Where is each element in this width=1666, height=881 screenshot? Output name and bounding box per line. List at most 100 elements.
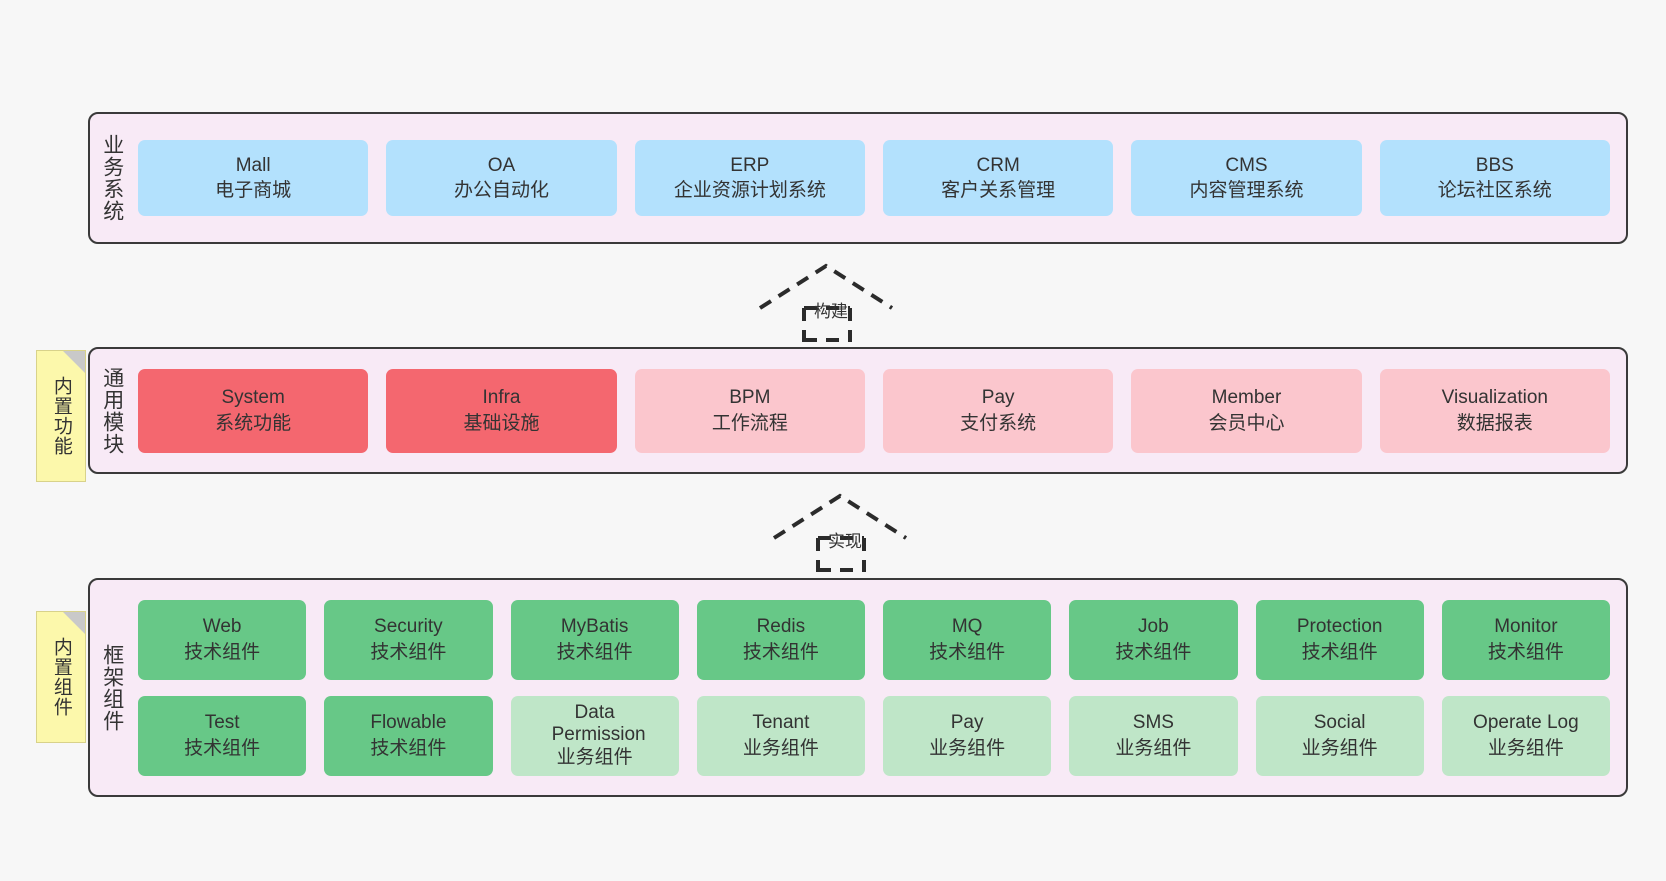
card-mybatis[interactable]: MyBatis 技术组件 bbox=[510, 599, 679, 680]
card-cn-label: 电子商城 bbox=[215, 180, 292, 201]
card-cn-label: 基础设施 bbox=[463, 412, 540, 434]
card-en-label: Data Permission bbox=[551, 701, 646, 746]
card-cn-label: 企业资源计划系统 bbox=[673, 180, 826, 201]
layer-title-common-module: 通用模块 bbox=[100, 366, 124, 455]
note-label: 内置组件 bbox=[50, 637, 72, 717]
card-row: Mall 电子商城 OA 办公自动化 ERP 企业资源计划系统 CRM 客户关系… bbox=[138, 140, 1610, 216]
card-monitor[interactable]: Monitor 技术组件 bbox=[1441, 599, 1610, 680]
card-mq[interactable]: MQ 技术组件 bbox=[883, 599, 1052, 680]
card-job[interactable]: Job 技术组件 bbox=[1069, 599, 1238, 680]
card-en-label: SMS bbox=[1132, 712, 1174, 734]
card-cn-label: 业务组件 bbox=[556, 746, 633, 768]
card-en-label: Infra bbox=[482, 387, 521, 409]
card-cn-label: 业务组件 bbox=[1487, 737, 1564, 759]
card-cn-label: 数据报表 bbox=[1456, 412, 1533, 434]
card-cn-label: 工作流程 bbox=[711, 412, 788, 434]
card-cn-label: 论坛社区系统 bbox=[1437, 180, 1552, 201]
card-en-label: Pay bbox=[950, 712, 984, 734]
card-en-label: Mall bbox=[235, 154, 271, 176]
card-cn-label: 支付系统 bbox=[960, 412, 1037, 434]
card-en-label: MQ bbox=[951, 616, 983, 638]
card-en-label: Operate Log bbox=[1473, 712, 1579, 734]
generalization-arrow-icon bbox=[758, 263, 894, 342]
note-builtin-component: 内置组件 bbox=[36, 611, 86, 743]
card-cn-label: 客户关系管理 bbox=[941, 180, 1056, 201]
card-en-label: Member bbox=[1211, 387, 1282, 409]
layer-title-framework-component: 框架组件 bbox=[100, 643, 124, 732]
layer-body-common-module: System 系统功能 Infra 基础设施 BPM 工作流程 Pay 支付系统… bbox=[134, 349, 1626, 472]
card-infra[interactable]: Infra 基础设施 bbox=[386, 368, 617, 453]
note-fold-icon bbox=[63, 612, 85, 634]
card-en-label: Visualization bbox=[1441, 387, 1548, 409]
card-en-label: Monitor bbox=[1494, 616, 1558, 638]
card-sms[interactable]: SMS 业务组件 bbox=[1069, 695, 1238, 776]
card-en-label: System bbox=[221, 387, 285, 409]
card-en-label: Tenant bbox=[752, 712, 810, 734]
connector-build-label: 构建 bbox=[814, 302, 848, 321]
layer-body-business-system: Mall 电子商城 OA 办公自动化 ERP 企业资源计划系统 CRM 客户关系… bbox=[134, 114, 1626, 242]
card-data-permission[interactable]: Data Permission 业务组件 bbox=[510, 695, 679, 776]
card-cn-label: 技术组件 bbox=[1487, 641, 1564, 663]
card-visualization[interactable]: Visualization 数据报表 bbox=[1379, 368, 1610, 453]
card-redis[interactable]: Redis 技术组件 bbox=[696, 599, 865, 680]
card-cn-label: 技术组件 bbox=[1115, 641, 1192, 663]
card-en-label: Job bbox=[1138, 616, 1169, 638]
card-cn-label: 办公自动化 bbox=[453, 180, 549, 201]
layer-business-system: 业务系统 Mall 电子商城 OA 办公自动化 ERP 企业资源计划系统 CRM… bbox=[88, 112, 1628, 244]
card-cms[interactable]: CMS 内容管理系统 bbox=[1131, 140, 1362, 216]
card-en-label: CRM bbox=[976, 154, 1020, 176]
card-member[interactable]: Member 会员中心 bbox=[1131, 368, 1362, 453]
layer-framework-component: 框架组件 Web 技术组件 Security 技术组件 MyBatis 技术组件… bbox=[88, 578, 1628, 797]
card-en-label: Social bbox=[1313, 712, 1366, 734]
card-cn-label: 技术组件 bbox=[556, 641, 633, 663]
card-web[interactable]: Web 技术组件 bbox=[138, 599, 307, 680]
card-en-label: OA bbox=[487, 154, 516, 176]
card-social[interactable]: Social 业务组件 bbox=[1255, 695, 1424, 776]
card-tenant[interactable]: Tenant 业务组件 bbox=[696, 695, 865, 776]
card-en-label: Protection bbox=[1296, 616, 1383, 638]
card-en-label: MyBatis bbox=[560, 616, 629, 638]
card-cn-label: 技术组件 bbox=[184, 641, 261, 663]
card-flowable[interactable]: Flowable 技术组件 bbox=[324, 695, 493, 776]
card-en-label: Redis bbox=[756, 616, 806, 638]
connector-implement: 实现 bbox=[772, 492, 912, 572]
card-en-label: ERP bbox=[730, 154, 770, 176]
card-en-label: Flowable bbox=[370, 712, 447, 734]
card-test[interactable]: Test 技术组件 bbox=[138, 695, 307, 776]
card-cn-label: 业务组件 bbox=[929, 737, 1006, 759]
card-cn-label: 业务组件 bbox=[1115, 737, 1192, 759]
layer-title-business-system: 业务系统 bbox=[100, 134, 124, 222]
card-operate-log[interactable]: Operate Log 业务组件 bbox=[1441, 695, 1610, 776]
card-pay[interactable]: Pay 支付系统 bbox=[882, 368, 1114, 453]
card-cn-label: 技术组件 bbox=[370, 641, 447, 663]
card-bbs[interactable]: BBS 论坛社区系统 bbox=[1379, 140, 1610, 216]
card-cn-label: 技术组件 bbox=[742, 641, 819, 663]
card-security[interactable]: Security 技术组件 bbox=[324, 599, 493, 680]
card-oa[interactable]: OA 办公自动化 bbox=[386, 140, 617, 216]
card-row: System 系统功能 Infra 基础设施 BPM 工作流程 Pay 支付系统… bbox=[138, 368, 1610, 453]
card-en-label: BPM bbox=[729, 387, 771, 409]
card-cn-label: 技术组件 bbox=[370, 737, 447, 759]
card-cn-label: 业务组件 bbox=[742, 737, 819, 759]
card-row: Web 技术组件 Security 技术组件 MyBatis 技术组件 Redi… bbox=[138, 599, 1610, 680]
card-cn-label: 内容管理系统 bbox=[1189, 180, 1304, 201]
card-bpm[interactable]: BPM 工作流程 bbox=[634, 368, 865, 453]
card-cn-label: 技术组件 bbox=[1301, 641, 1378, 663]
card-mall[interactable]: Mall 电子商城 bbox=[138, 140, 369, 216]
note-label: 内置功能 bbox=[50, 376, 72, 456]
card-pay-component[interactable]: Pay 业务组件 bbox=[883, 695, 1052, 776]
card-row: Test 技术组件 Flowable 技术组件 Data Permission … bbox=[138, 695, 1610, 776]
layer-common-module: 通用模块 System 系统功能 Infra 基础设施 BPM 工作流程 Pay… bbox=[88, 347, 1628, 474]
card-erp[interactable]: ERP 企业资源计划系统 bbox=[634, 140, 865, 216]
card-protection[interactable]: Protection 技术组件 bbox=[1255, 599, 1424, 680]
layer-body-framework-component: Web 技术组件 Security 技术组件 MyBatis 技术组件 Redi… bbox=[134, 580, 1626, 795]
card-cn-label: 会员中心 bbox=[1208, 412, 1285, 434]
card-crm[interactable]: CRM 客户关系管理 bbox=[882, 140, 1114, 216]
connector-implement-label: 实现 bbox=[828, 532, 862, 551]
generalization-arrow-icon bbox=[772, 493, 908, 572]
card-system[interactable]: System 系统功能 bbox=[138, 368, 369, 453]
connector-build: 构建 bbox=[758, 262, 898, 342]
card-en-label: Security bbox=[374, 616, 443, 638]
note-fold-icon bbox=[63, 351, 85, 373]
